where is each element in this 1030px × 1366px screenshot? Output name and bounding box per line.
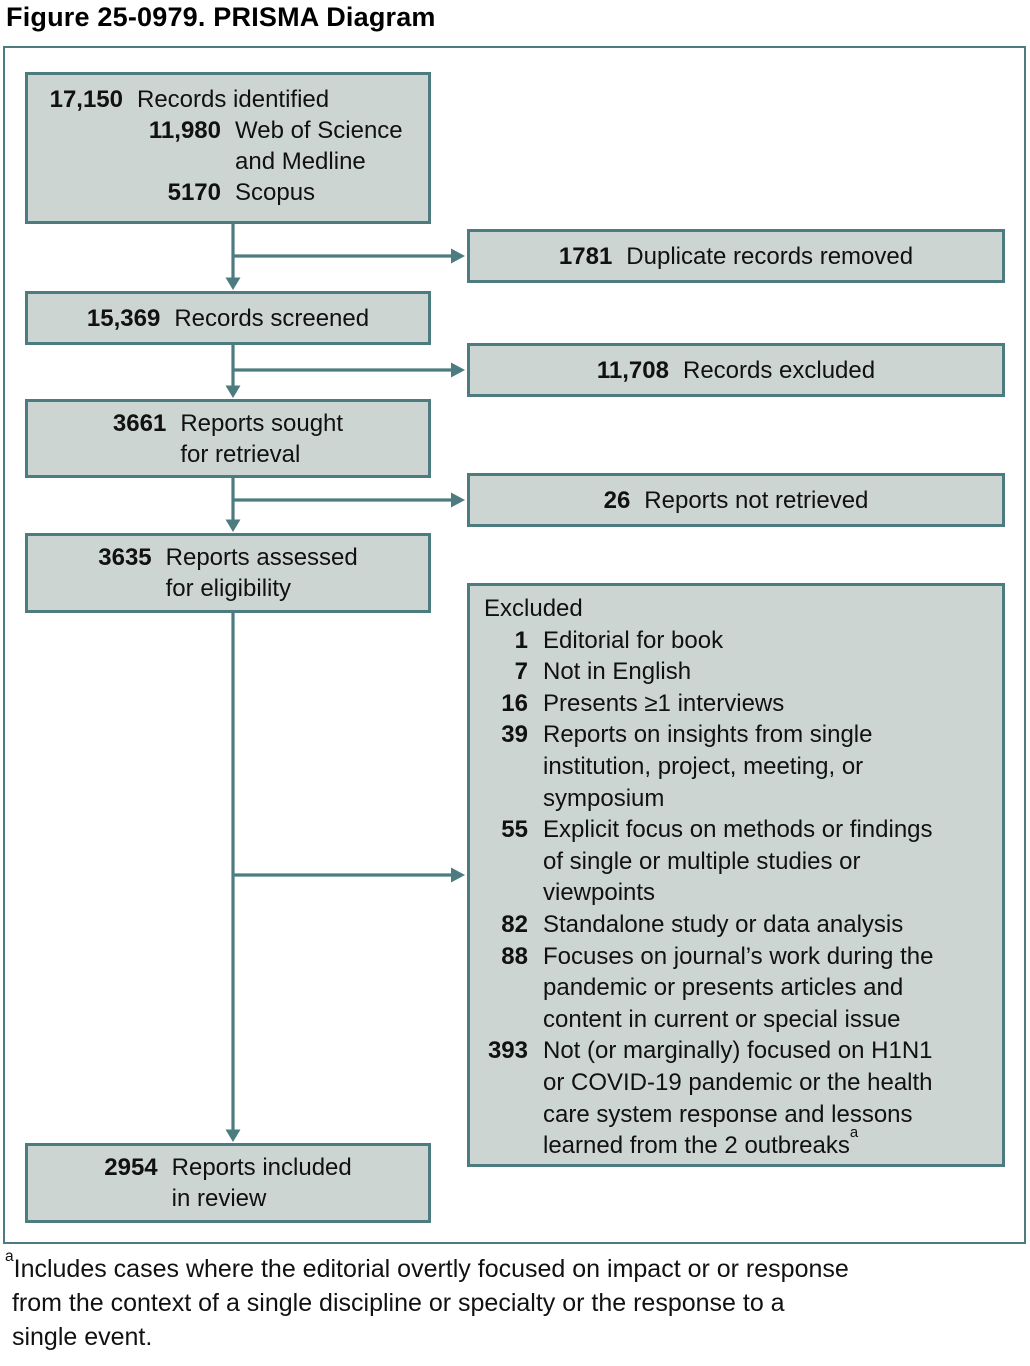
excluded-item-text: Presents ≥1 interviews: [543, 689, 785, 717]
excluded-item-count: 7: [514, 658, 528, 686]
records-identified-line: 17,150 Records identified: [45, 84, 428, 115]
source-web-of-science-line: 11,980 Web of Science and Medline: [45, 115, 428, 177]
not-retrieved-label: Reports not retrieved: [644, 486, 869, 514]
excluded-item-count: 16: [501, 689, 528, 717]
web-of-science-count: 11,980: [148, 117, 221, 144]
reports-sought-count: 3661: [112, 410, 167, 437]
box-records-identified: 17,150 Records identified 11,980 Web of …: [25, 72, 431, 224]
excluded-item: 393 Not (or marginally) focused on H1N1 …: [484, 1035, 994, 1161]
not-retrieved-count: 26: [603, 486, 631, 514]
excluded-item-text: Focuses on journal’s work during the pan…: [543, 942, 934, 1033]
flow-arrows: [225, 224, 465, 1142]
reports-assessed-count: 3635: [98, 544, 152, 571]
box-reports-included: 2954 Reports included in review: [25, 1143, 431, 1223]
box-records-screened: 15,369 Records screened: [25, 291, 431, 345]
records-screened-count: 15,369: [86, 304, 161, 332]
box-reports-assessed: 3635 Reports assessed for eligibility: [25, 533, 431, 613]
web-of-science-label: Web of Science and Medline: [235, 117, 403, 175]
excluded-item: 1 Editorial for book: [484, 625, 994, 657]
figure-title: Figure 25-0979. PRISMA Diagram: [6, 2, 436, 32]
duplicates-removed-label: Duplicate records removed: [626, 242, 914, 270]
box-duplicates-removed: 1781 Duplicate records removed: [467, 229, 1005, 283]
excluded-item: 7 Not in English: [484, 656, 994, 688]
excluded-item: 55 Explicit focus on methods or findings…: [484, 814, 994, 909]
figure-footnote: aIncludes cases where the editorial over…: [5, 1248, 1025, 1354]
excluded-item-text: Standalone study or data analysis: [543, 910, 904, 938]
scopus-count: 5170: [167, 179, 221, 206]
box-not-retrieved: 26 Reports not retrieved: [467, 473, 1005, 527]
records-identified-label: Records identified: [137, 86, 330, 113]
excluded-item-text: Not (or marginally) focused on H1N1 or C…: [543, 1037, 933, 1160]
excluded-item: 88 Focuses on journal’s work during the …: [484, 941, 994, 1036]
footnote-marker: a: [5, 1247, 14, 1265]
excluded-item: 16 Presents ≥1 interviews: [484, 688, 994, 720]
excluded-item-text: Editorial for book: [543, 626, 724, 654]
excluded-item-text: Explicit focus on methods or findings of…: [543, 816, 933, 907]
records-screened-label: Records screened: [174, 304, 370, 332]
excluded-item-text: Reports on insights from single institut…: [543, 721, 873, 812]
reports-sought-label: Reports sought for retrieval: [180, 410, 344, 468]
excluded-item-count: 1: [514, 626, 528, 654]
reports-assessed-label: Reports assessed for eligibility: [165, 544, 358, 602]
reports-included-count: 2954: [104, 1154, 158, 1181]
excluded-item-count: 393: [487, 1037, 528, 1065]
duplicates-removed-count: 1781: [558, 242, 613, 270]
box-excluded-detail: Excluded 1 Editorial for book 7 Not in E…: [467, 583, 1005, 1167]
excluded-item-count: 55: [501, 816, 528, 844]
prisma-flow-container: 17,150 Records identified 11,980 Web of …: [3, 46, 1026, 1244]
records-identified-count: 17,150: [49, 86, 123, 113]
box-reports-sought: 3661 Reports sought for retrieval: [25, 399, 431, 478]
records-excluded-count: 11,708: [596, 356, 669, 384]
footnote-marker-ref: a: [849, 1124, 859, 1141]
scopus-label: Scopus: [235, 179, 316, 206]
records-excluded-label: Records excluded: [682, 356, 876, 384]
excluded-item: 39 Reports on insights from single insti…: [484, 719, 994, 814]
reports-included-label: Reports included in review: [171, 1154, 352, 1212]
source-scopus-line: 5170 Scopus: [45, 177, 428, 208]
excluded-item-count: 39: [501, 721, 528, 749]
excluded-item-text: Not in English: [543, 658, 692, 686]
excluded-item-count: 82: [501, 910, 528, 938]
box-records-excluded: 11,708 Records excluded: [467, 343, 1005, 397]
footnote-text: Includes cases where the editorial overt…: [11, 1255, 849, 1351]
excluded-item: 82 Standalone study or data analysis: [484, 909, 994, 941]
excluded-header: Excluded: [484, 595, 583, 622]
excluded-item-count: 88: [501, 942, 528, 970]
